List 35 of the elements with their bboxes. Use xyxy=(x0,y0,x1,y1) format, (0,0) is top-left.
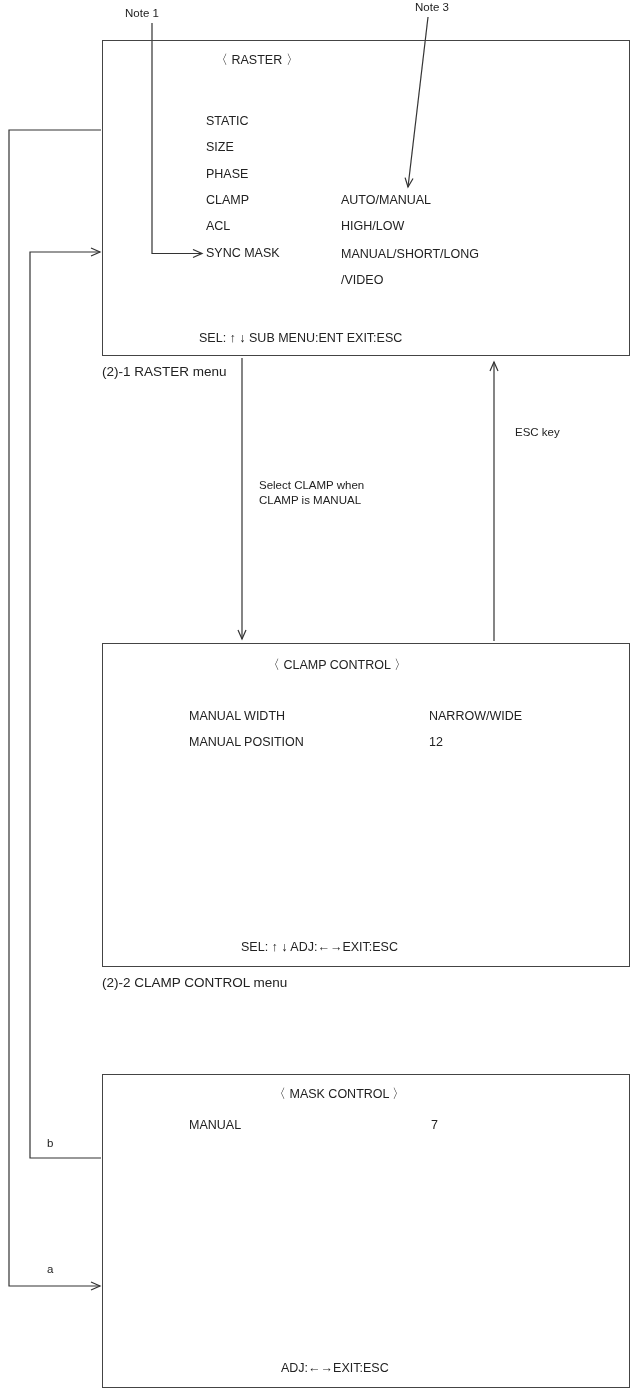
menu-item: NARROW/WIDE xyxy=(429,709,523,724)
menu-title: 〈 CLAMP CONTROL 〉 xyxy=(267,658,407,673)
note-label: Note 3 xyxy=(415,0,449,15)
edge-label: ESC key xyxy=(514,425,561,440)
leader-line xyxy=(404,16,429,188)
arrow xyxy=(237,357,247,640)
note-label: Note 1 xyxy=(125,6,159,21)
menu-item: MANUAL WIDTH xyxy=(189,709,286,724)
key-guide: SEL: ↑ ↓ ADJ:←→EXIT:ESC xyxy=(241,940,398,955)
menu-title: 〈 MASK CONTROL 〉 xyxy=(273,1087,406,1102)
menu-item: 7 xyxy=(431,1118,438,1133)
key-guide: SEL: ↑ ↓ SUB MENU:ENT EXIT:ESC xyxy=(199,331,403,346)
menu-item: STATIC xyxy=(206,114,249,129)
menu-item: MANUAL POSITION xyxy=(189,735,304,750)
key-guide: ADJ:←→EXIT:ESC xyxy=(281,1361,389,1376)
menu-item: CLAMP xyxy=(206,193,250,208)
menu-item: AUTO/MANUAL xyxy=(341,193,432,208)
menu-screen xyxy=(102,1074,630,1388)
menu-screen xyxy=(102,643,630,967)
arrow xyxy=(489,361,499,642)
menu-item: HIGH/LOW xyxy=(341,219,405,234)
menu-item: SYNC MASK xyxy=(206,246,280,261)
leader-line xyxy=(151,22,203,259)
menu-item: MANUAL xyxy=(189,1118,242,1133)
arrow xyxy=(8,129,102,1291)
menu-item: MANUAL/SHORT/LONG /VIDEO xyxy=(341,246,480,289)
menu-item: 12 xyxy=(429,735,443,750)
menu-item: SIZE xyxy=(206,140,234,155)
figure-caption: (2)-2 CLAMP CONTROL menu xyxy=(102,975,288,990)
menu-title: 〈 RASTER 〉 xyxy=(215,53,299,68)
menu-screen xyxy=(102,40,630,356)
figure-caption: (2)-1 RASTER menu xyxy=(102,364,227,379)
arrow xyxy=(29,247,102,1159)
menu-item: PHASE xyxy=(206,167,249,182)
menu-item: ACL xyxy=(206,219,231,234)
